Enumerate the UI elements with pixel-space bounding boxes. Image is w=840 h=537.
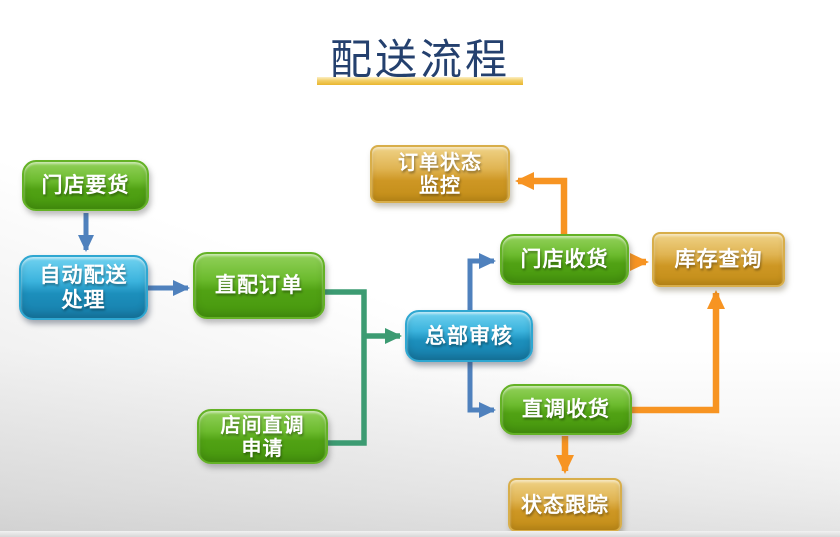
node-direct-order: 直配订单	[193, 252, 325, 319]
edge-orders-merge-connector	[325, 289, 367, 446]
node-hq-review-label: 总部审核	[425, 323, 513, 348]
node-status-tracking-label: 状态跟踪	[521, 492, 609, 517]
node-auto-dispatch-label: 自动配送 处理	[39, 263, 128, 312]
edge-store-receive-to-order-status-monitor	[515, 172, 568, 234]
node-transfer-receive-label: 直调收货	[522, 397, 610, 422]
node-order-status-monitor-label: 订单状态 监控	[398, 150, 482, 197]
title-underline	[317, 77, 523, 85]
node-auto-dispatch: 自动配送 处理	[19, 255, 148, 320]
node-hq-review: 总部审核	[405, 310, 533, 362]
node-order-status-monitor: 订单状态 监控	[370, 145, 510, 203]
slide-bottom-edge	[0, 531, 840, 537]
node-store-request: 门店要货	[22, 160, 149, 211]
node-inventory-query-label: 库存查询	[674, 247, 763, 272]
edge-hq-review-to-transfer-receive	[467, 362, 496, 418]
node-store-receive-label: 门店收货	[520, 247, 609, 272]
node-store-receive: 门店收货	[500, 234, 629, 285]
node-status-tracking: 状态跟踪	[508, 478, 622, 532]
edge-transfer-receive-to-inventory-query	[632, 290, 725, 414]
node-transfer-receive: 直调收货	[500, 384, 632, 435]
node-inventory-query: 库存查询	[652, 232, 785, 287]
page-title: 配送流程	[329, 35, 510, 84]
node-direct-order-label: 直配订单	[215, 273, 303, 298]
node-store-request-label: 门店要货	[41, 173, 130, 198]
node-interstore-transfer-request-label: 店间直调 申请	[220, 412, 305, 460]
edge-hq-review-to-store-receive	[467, 253, 496, 310]
node-interstore-transfer-request: 店间直调 申请	[197, 409, 328, 464]
